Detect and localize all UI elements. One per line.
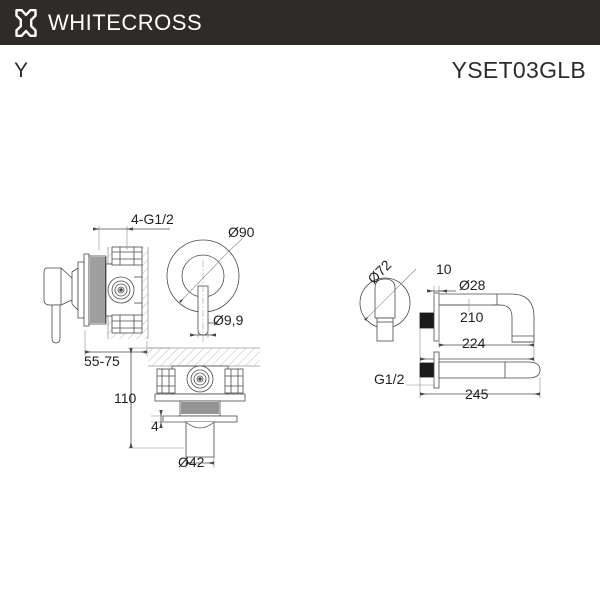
product-code: YSET03GLB — [451, 57, 586, 83]
dim-plate-diameter: Ø90 — [228, 224, 255, 240]
dim-small-offset: 4 — [151, 418, 159, 434]
whitecross-x-logo-icon — [10, 7, 42, 39]
brand-name: WHITECROSS — [48, 10, 203, 35]
dim-thread-callout: 4-G1/2 — [131, 211, 174, 227]
dim-height: 110 — [114, 390, 137, 406]
dim-flange-diameter: Ø72 — [364, 256, 395, 287]
header-bar: WHITECROSS — [0, 0, 600, 45]
dim-top-view-length: 245 — [465, 386, 489, 402]
left-valve-front-view — [166, 237, 244, 344]
dim-projection: 210 — [460, 309, 484, 325]
dim-flange-thickness: 10 — [436, 261, 452, 277]
dim-lever-stem-diameter: Ø9,9 — [213, 312, 244, 328]
series-label: Y — [14, 59, 29, 82]
dim-body-diameter: Ø42 — [178, 454, 205, 470]
left-valve-bottom-view — [128, 347, 260, 468]
dim-overall-length: 224 — [462, 335, 486, 351]
dim-spout-diameter: Ø28 — [459, 277, 486, 293]
dim-wall-depth-range: 55-75 — [84, 353, 120, 369]
dim-thread-size: G1/2 — [374, 371, 405, 387]
